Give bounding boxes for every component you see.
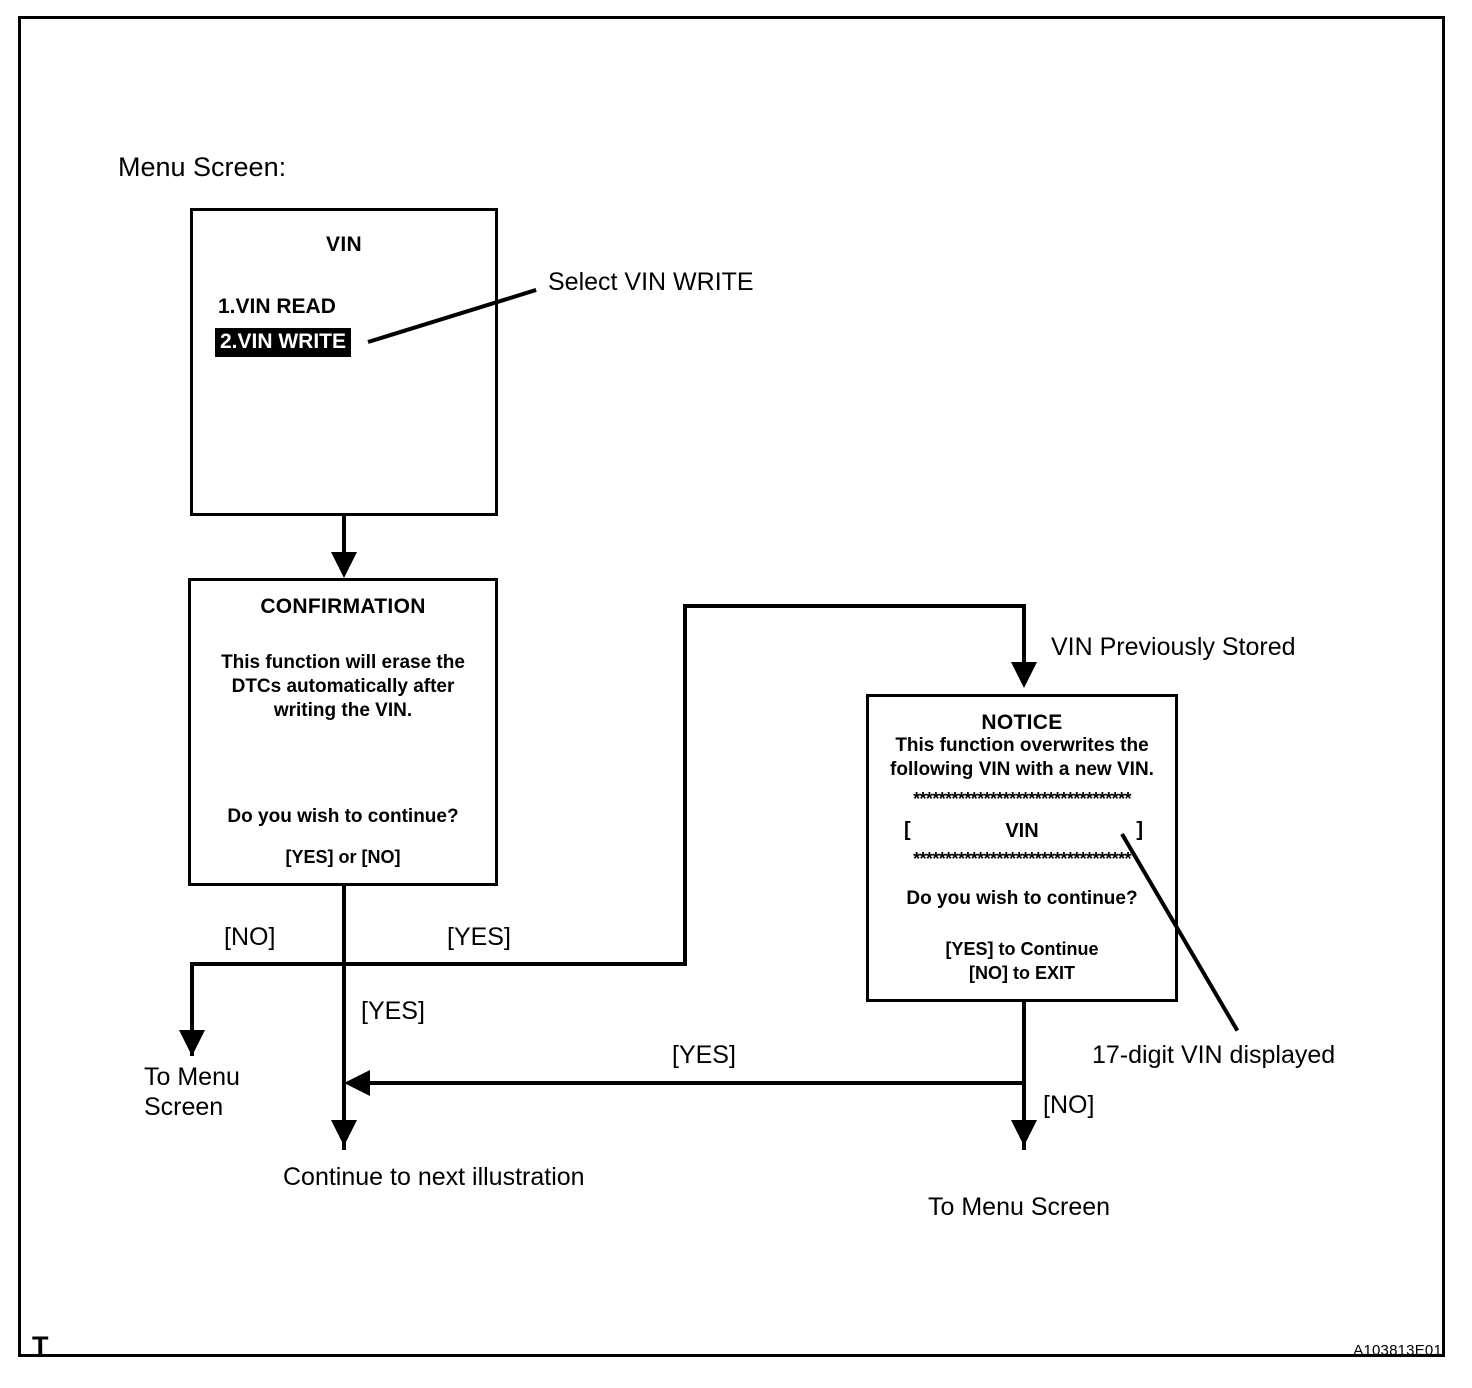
connector-confirmation-stem xyxy=(342,886,346,1150)
flow-label-confirmation-yes-right: [YES] xyxy=(447,923,511,951)
connector-confirmation-yes-vertical xyxy=(683,604,687,962)
terminal-continue-next-illustration: Continue to next illustration xyxy=(283,1163,585,1191)
confirmation-body: This function will erase the DTCs automa… xyxy=(221,652,465,721)
notice-separator-top: ********************************** xyxy=(913,789,1131,809)
connector-confirmation-no-vertical xyxy=(190,962,194,1056)
confirmation-screen: CONFIRMATION This function will erase th… xyxy=(188,578,498,886)
notice-option-no: [NO] to EXIT xyxy=(969,963,1075,983)
menu-item-vin-write[interactable]: 2.VIN WRITE xyxy=(215,328,352,357)
arrowhead-vin-to-confirmation xyxy=(331,552,357,578)
notice-separator-bottom: ********************************** xyxy=(913,849,1131,869)
flow-label-confirmation-no: [NO] xyxy=(224,923,276,951)
flow-label-notice-no: [NO] xyxy=(1043,1091,1095,1119)
notice-body: This function overwrites the following V… xyxy=(890,735,1154,780)
figure-border xyxy=(18,16,1445,1357)
vin-menu-title: VIN xyxy=(326,233,362,256)
notice-vin-bracket-open: [ xyxy=(904,819,911,841)
terminal-to-menu-screen-left: To Menu Screen xyxy=(144,1063,240,1121)
corner-mark-t: T xyxy=(32,1331,49,1361)
annotation-17-digit-vin: 17-digit VIN displayed xyxy=(1092,1041,1336,1069)
connector-notice-yes-horizontal xyxy=(368,1081,1026,1085)
connector-notice-stem xyxy=(1022,1002,1026,1150)
notice-title: NOTICE xyxy=(981,711,1063,734)
confirmation-title: CONFIRMATION xyxy=(260,595,426,618)
terminal-to-menu-screen-right: To Menu Screen xyxy=(928,1193,1111,1221)
connector-yes-to-notice-horizontal xyxy=(683,604,1026,608)
annotation-select-vin-write: Select VIN WRITE xyxy=(548,268,754,296)
arrowhead-notice-no xyxy=(1011,1120,1037,1146)
arrowhead-continue-next-illustration xyxy=(331,1120,357,1146)
figure-code-label: A103813E01 xyxy=(1353,1342,1442,1359)
notice-question: Do you wish to continue? xyxy=(906,888,1138,909)
annotation-vin-previously-stored: VIN Previously Stored xyxy=(1051,633,1296,661)
menu-screen-caption: Menu Screen: xyxy=(118,152,287,182)
confirmation-question: Do you wish to continue? xyxy=(227,806,459,827)
arrowhead-confirmation-no xyxy=(179,1030,205,1056)
menu-item-vin-read[interactable]: 1.VIN READ xyxy=(218,295,336,318)
connector-vin-to-confirmation xyxy=(342,516,346,558)
connector-confirmation-yes-horizontal xyxy=(342,962,687,966)
notice-vin-bracket-close: ] xyxy=(1136,819,1143,841)
notice-vin-label: VIN xyxy=(1005,820,1039,842)
flow-label-notice-yes: [YES] xyxy=(672,1041,736,1069)
connector-yes-to-notice-vertical xyxy=(1022,604,1026,666)
connector-confirmation-no-horizontal xyxy=(190,962,346,966)
vin-menu-screen: VIN 1.VIN READ 2.VIN WRITE xyxy=(190,208,498,516)
arrowhead-yes-to-notice xyxy=(1011,662,1037,688)
notice-option-yes: [YES] to Continue xyxy=(945,939,1099,959)
arrowhead-notice-yes xyxy=(344,1070,370,1096)
flow-label-confirmation-yes-down: [YES] xyxy=(361,997,425,1025)
confirmation-options: [YES] or [NO] xyxy=(285,847,401,867)
notice-screen: NOTICE This function overwrites the foll… xyxy=(866,694,1178,1002)
